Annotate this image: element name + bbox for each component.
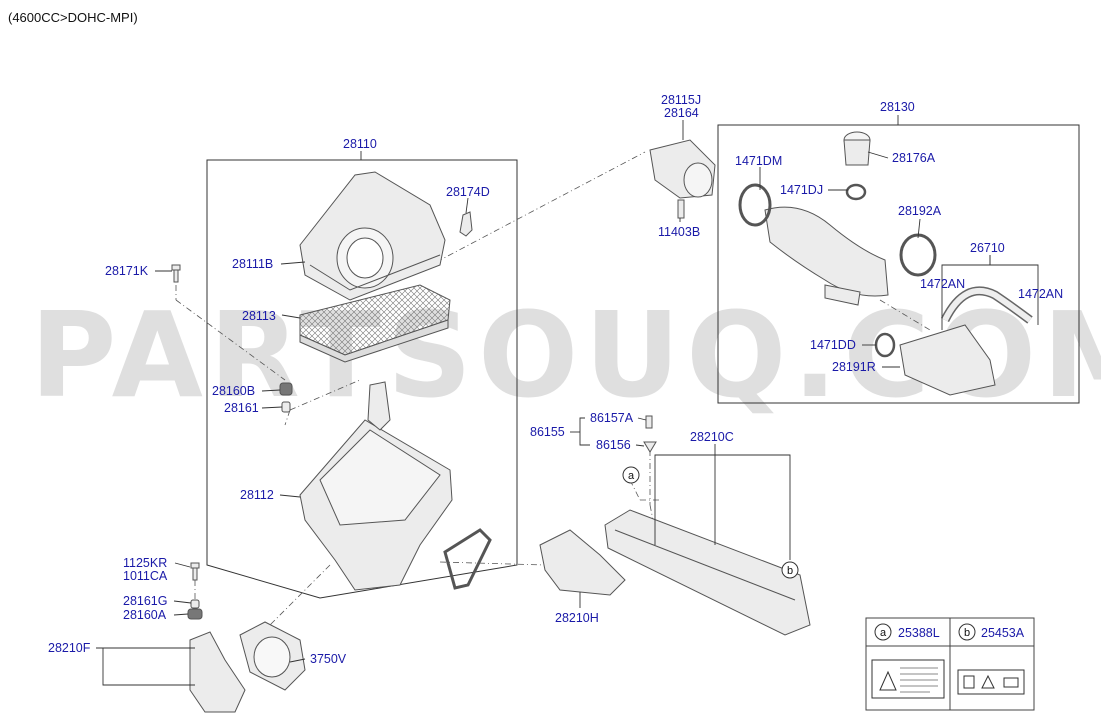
callout-a-label: a [628, 470, 635, 482]
symbol-label-drawing [957, 669, 1025, 695]
clamp-1471dd-drawing [874, 332, 896, 358]
part-link-86157a[interactable]: 86157A [590, 411, 634, 425]
part-link-28160b[interactable]: 28160B [212, 384, 255, 398]
part-link-28110[interactable]: 28110 [343, 137, 377, 151]
legend-callout-a: a [874, 623, 892, 641]
part-link-1471dj[interactable]: 1471DJ [780, 183, 823, 197]
collar-28161g-drawing [190, 599, 200, 609]
part-link-28161g[interactable]: 28161G [123, 594, 167, 608]
part-link-1472an-right[interactable]: 1472AN [1018, 287, 1063, 301]
gasket-drawing [443, 528, 492, 590]
callout-b-label: b [787, 565, 793, 577]
engine-cover-drawing [899, 324, 996, 396]
bolt-drawing [171, 264, 181, 283]
part-link-28161[interactable]: 28161 [224, 401, 259, 415]
part-link-1471dm[interactable]: 1471DM [735, 154, 782, 168]
part-link-28176a[interactable]: 28176A [892, 151, 936, 165]
legend-table: a 25388L b 25453A [865, 617, 1035, 711]
grommet-28160a-drawing [187, 608, 203, 620]
part-link-1125kr[interactable]: 1125KR [123, 556, 167, 570]
adapter-3750v-drawing [239, 621, 306, 691]
legend-callout-a-label: a [880, 627, 887, 639]
air-intake-duct-28210c-drawing [604, 509, 811, 636]
part-link-3750v[interactable]: 3750V [310, 652, 347, 666]
part-link-28192a[interactable]: 28192A [898, 204, 942, 218]
callout-a[interactable]: a [622, 466, 640, 484]
resonator-drawing [843, 131, 871, 166]
part-link-28111b[interactable]: 28111B [232, 257, 273, 271]
part-link-28210f[interactable]: 28210F [48, 641, 91, 655]
part-link-28130[interactable]: 28130 [880, 100, 915, 114]
part-link-28210h[interactable]: 28210H [555, 611, 599, 625]
part-link-28112[interactable]: 28112 [240, 488, 274, 502]
clip-86156-drawing [643, 441, 657, 453]
part-link-28113[interactable]: 28113 [242, 309, 276, 323]
grommet-drawing [279, 382, 293, 396]
part-link-86155[interactable]: 86155 [530, 425, 565, 439]
clamp-28192a-drawing [899, 233, 937, 277]
clamp-1471dj-drawing [845, 183, 867, 201]
part-link-26710[interactable]: 26710 [970, 241, 1005, 255]
air-cleaner-assembly-frame [206, 159, 518, 599]
part-link-1011ca[interactable]: 1011CA [123, 569, 168, 583]
bolt-11403b-drawing [677, 199, 685, 219]
part-link-25388l[interactable]: 25388L [898, 626, 940, 640]
part-link-28171k[interactable]: 28171K [105, 264, 149, 278]
part-link-1472an-left[interactable]: 1472AN [920, 277, 965, 291]
bolt-1125kr-drawing [190, 562, 200, 581]
part-link-28210c[interactable]: 28210C [690, 430, 734, 444]
airflow-sensor-drawing [649, 139, 716, 199]
collar-drawing [281, 401, 291, 413]
callout-b[interactable]: b [781, 561, 799, 579]
page-title: (4600CC>DOHC-MPI) [8, 10, 138, 25]
part-link-86156[interactable]: 86156 [596, 438, 631, 452]
air-cleaner-body-drawing [299, 381, 453, 591]
air-duct-28210h-drawing [539, 529, 626, 596]
intake-duct-28210f-drawing [189, 631, 246, 713]
legend-callout-b-label: b [964, 627, 970, 639]
legend-callout-b: b [958, 623, 976, 641]
warning-label-drawing [871, 659, 945, 699]
part-link-28164[interactable]: 28164 [664, 106, 699, 120]
part-link-28191r[interactable]: 28191R [832, 360, 876, 374]
air-filter-element-drawing [299, 284, 451, 363]
part-link-28160a[interactable]: 28160A [123, 608, 167, 622]
bracket-drawing [459, 211, 473, 237]
leader-lines [96, 115, 1039, 686]
screw-86157a-drawing [645, 415, 653, 429]
part-link-28174d[interactable]: 28174D [446, 185, 490, 199]
part-link-28115j[interactable]: 28115J [661, 93, 701, 107]
intake-duct-assembly-frame [717, 124, 1080, 404]
part-link-11403b[interactable]: 11403B [658, 225, 700, 239]
clamp-1471dm-drawing [738, 183, 772, 227]
part-link-25453a[interactable]: 25453A [981, 626, 1025, 640]
part-link-1471dd[interactable]: 1471DD [810, 338, 856, 352]
air-cleaner-cover-drawing [299, 171, 446, 301]
intake-hose-drawing [764, 206, 889, 306]
